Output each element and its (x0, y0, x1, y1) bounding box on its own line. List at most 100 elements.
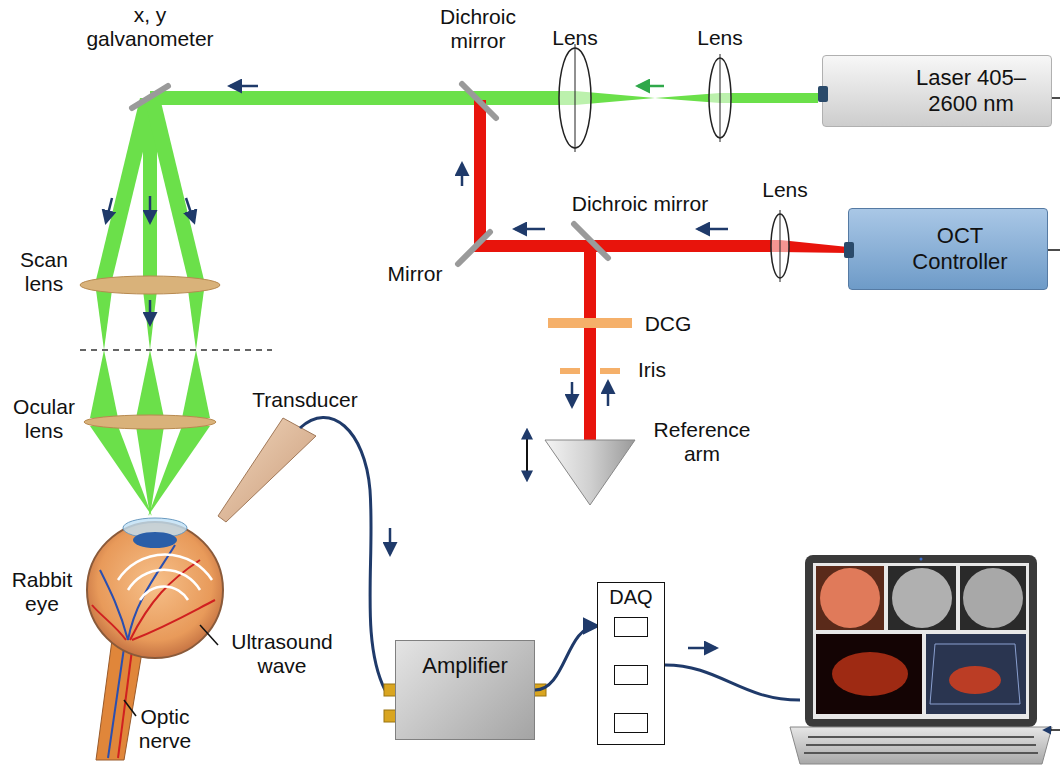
green-beam-part (90, 350, 118, 418)
red-beam-part (584, 246, 596, 442)
laptop-part (813, 563, 1029, 719)
direction-arrows-part (106, 198, 112, 222)
direction-arrows-part (571, 382, 574, 406)
green-beam-part (136, 350, 164, 418)
direction-arrows-part (607, 382, 610, 406)
laptop-part (816, 566, 884, 630)
signal-cable (535, 626, 597, 690)
laptop-part (832, 652, 908, 696)
mirrors (132, 84, 608, 264)
part-label: Mirror (370, 262, 460, 286)
daq-port (614, 665, 648, 685)
direction-arrows-part (688, 647, 716, 650)
laser-port (818, 86, 828, 102)
direction-arrows-part (186, 198, 194, 222)
transducer (218, 417, 385, 690)
mirrors-part (462, 84, 496, 118)
part-label: Reference arm (642, 418, 762, 466)
direction-arrows-part (389, 528, 392, 554)
daq-cable (665, 665, 800, 700)
laptop-part (888, 566, 956, 630)
reference-arm-optics-part (545, 440, 635, 505)
laptop-part (816, 634, 922, 714)
direction-arrows-part (638, 85, 664, 88)
eye-part (128, 545, 175, 640)
part-label: Scan lens (4, 248, 84, 296)
eye-part (108, 648, 124, 758)
green-beam-part (150, 91, 575, 105)
green-beam-part (96, 98, 156, 280)
control-wires-part (1048, 249, 1060, 251)
reference-arm-optics-part (548, 318, 632, 328)
laptop-part (926, 634, 1026, 714)
laser-box: Laser 405–2600 nm (822, 55, 1052, 127)
part-label: Lens (685, 26, 755, 50)
controller-port (844, 242, 854, 258)
control-wires-part (1044, 729, 1060, 731)
part-label: Dichroic mirror (428, 5, 528, 53)
laptop-part (820, 568, 880, 628)
mirrors-part (574, 224, 608, 258)
eye-part (100, 570, 128, 640)
scan-optics-part (80, 349, 272, 351)
green-beam-part (182, 350, 210, 418)
green-beam-part (96, 290, 112, 350)
red-beam-part (474, 240, 780, 252)
lens-part (720, 54, 721, 142)
scan-optics-part (84, 415, 216, 429)
lens (559, 44, 789, 282)
node-text: DAQ (609, 585, 652, 609)
node-text: Amplifier (422, 653, 508, 679)
eye-part (132, 600, 215, 640)
eye-part (124, 700, 136, 716)
mirrors-part (458, 232, 490, 264)
eye (87, 518, 223, 760)
green-beam-part (143, 290, 157, 350)
part-label: Dichroic mirror (535, 192, 745, 216)
scan-optics-part (80, 276, 220, 294)
part-label: Ultrasound wave (222, 630, 342, 678)
eye-part (87, 522, 223, 658)
laptop (790, 555, 1052, 764)
eye-part (118, 554, 212, 580)
direction-arrows-part (149, 196, 152, 222)
reference-arm-optics-part (560, 368, 580, 374)
part-label: Iris (622, 358, 682, 382)
laptop-part (892, 568, 952, 628)
scan-optics (80, 276, 272, 429)
node-text: Laser 405–2600 nm (901, 65, 1041, 118)
direction-arrows-part (230, 85, 258, 88)
eye-part (133, 532, 177, 548)
direction-arrows-part (149, 300, 152, 324)
laptop-part (930, 644, 1020, 704)
red-beam-part (780, 240, 848, 253)
direction-arrows-part (461, 164, 464, 186)
part-label: Lens (750, 178, 820, 202)
control-wires-part (1052, 97, 1060, 99)
transducer-part (218, 418, 316, 522)
eye-part (130, 560, 200, 640)
direction-arrows-part (698, 228, 728, 231)
green-beam (90, 91, 818, 516)
daq-cable-part (665, 665, 800, 700)
laptop-part (790, 727, 1052, 764)
laptop-part (804, 752, 1038, 754)
part-label: Optic nerve (125, 705, 205, 753)
mirrors-part (132, 86, 168, 108)
daq-port (614, 617, 648, 637)
part-label: Rabbit eye (6, 568, 78, 616)
green-beam-part (720, 93, 818, 103)
green-beam-part (188, 290, 204, 350)
reference-arm-optics (527, 318, 635, 505)
laptop-part (963, 568, 1023, 628)
green-beam-part (148, 426, 210, 516)
lens-part (780, 210, 781, 282)
green-beam-part (144, 98, 204, 280)
eye-part (128, 570, 200, 590)
node-text: OCT Controller (895, 223, 1025, 276)
eye-part (200, 625, 218, 645)
laptop-part (805, 555, 1037, 727)
laptop-part (806, 744, 1036, 746)
eye-part (96, 640, 142, 760)
eye-part (140, 586, 188, 600)
